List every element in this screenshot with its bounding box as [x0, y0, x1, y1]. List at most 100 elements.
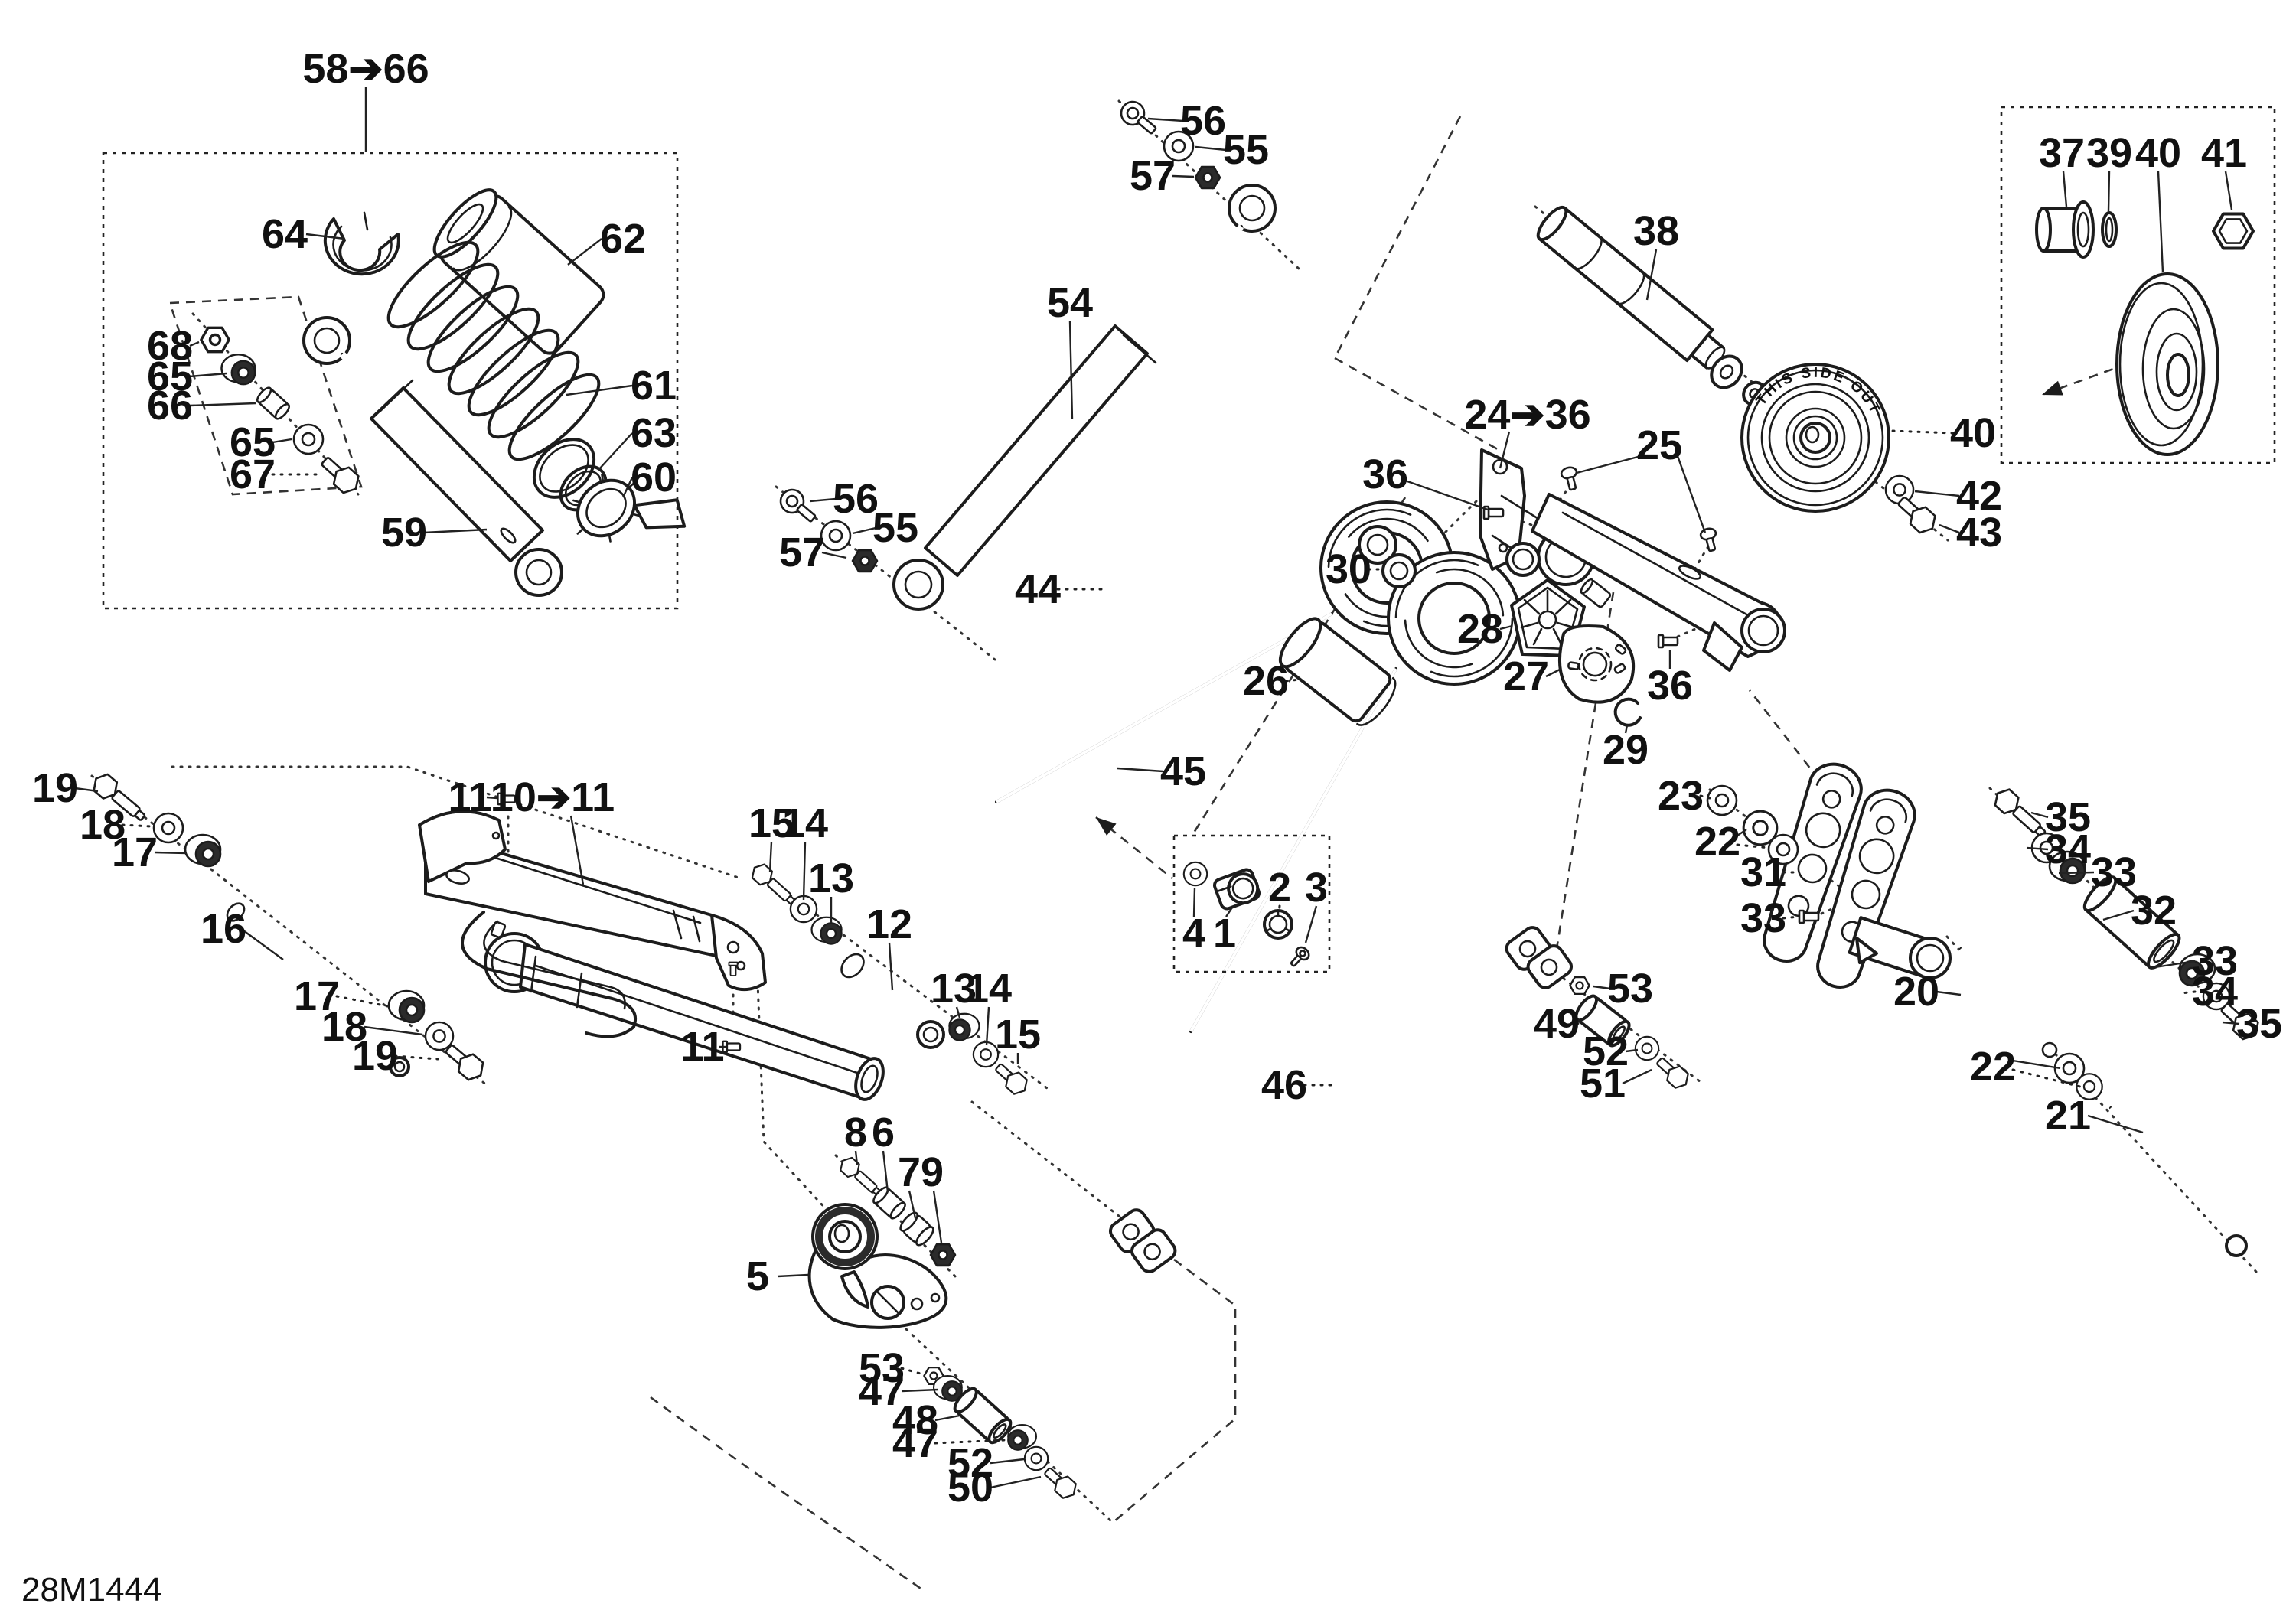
spacer-6 [872, 1186, 906, 1220]
callout-13-64: 13 [808, 855, 854, 901]
tie-rod-b [1159, 968, 1547, 1247]
front-arm-left-bracket [418, 810, 507, 939]
washer-55-bottom [820, 520, 852, 552]
callout-leader-51-88 [1622, 1068, 1652, 1085]
callout-64-1: 64 [262, 211, 308, 257]
washer-18-top [152, 812, 184, 844]
callout-53-74: 53 [859, 1345, 905, 1391]
callout-leader-7-71 [908, 1190, 917, 1219]
callout-leader-62-2 [567, 238, 602, 266]
idler-shaft-wheel-group: THIS SIDE OUT [1536, 205, 1942, 539]
center-shock-54-group [775, 96, 1277, 611]
callout-15-68: 15 [995, 1012, 1041, 1058]
washer-52-rocker [1023, 1445, 1049, 1471]
callout-5-73: 5 [746, 1253, 769, 1299]
callout-leader-21-51 [2087, 1114, 2144, 1134]
callout-11-61: 11 [680, 1024, 724, 1070]
callout-35-48: 35 [2236, 1001, 2282, 1047]
callout-leader-19-58 [393, 1054, 439, 1061]
front-shock-59 [302, 316, 563, 597]
bolt-51 [1652, 1052, 1694, 1093]
callout-leader-6-70 [882, 1150, 889, 1193]
callout-leader-68-3 [189, 341, 200, 347]
callout-3-83: 3 [1305, 865, 1328, 911]
callout-22-39: 22 [1694, 819, 1740, 865]
callout-leader-11-59 [486, 796, 498, 800]
idler-wheel-detail-box [2000, 106, 2276, 464]
callout-leader-22-50 [2012, 1059, 2061, 1070]
callout-31-40: 31 [1740, 849, 1786, 895]
callout-leader-57-14 [1172, 174, 1195, 178]
callout-leader-40-26 [1890, 429, 1955, 435]
callout-39-30: 39 [2086, 130, 2132, 176]
callout-leader-13-66 [955, 1006, 961, 1018]
callout-65-6: 65 [230, 419, 276, 465]
callout-leader-48-76 [934, 1414, 960, 1422]
callout-34-47: 34 [2192, 969, 2238, 1015]
rear-arm-assembly [1479, 448, 1786, 727]
tie-rod-group [1108, 926, 1694, 1273]
washer-65 [292, 423, 325, 455]
callout-leader-61-9 [566, 384, 633, 396]
callout-62-2: 62 [600, 216, 646, 262]
callout-47-77: 47 [892, 1420, 938, 1466]
torsion-spring-group [995, 500, 1521, 1033]
spacer-66 [256, 386, 291, 420]
callout-leader-23-38 [1699, 794, 1711, 800]
callout-26-21: 26 [1243, 658, 1289, 704]
screw-3 [1290, 946, 1310, 967]
callout-leader-33-41 [1782, 915, 1800, 920]
shaft-12 [840, 953, 945, 1049]
spacer-48 [953, 1387, 1013, 1445]
callout-51-88: 51 [1580, 1061, 1626, 1106]
callout-leader-28-34 [1499, 624, 1513, 631]
callout-53-85: 53 [1607, 966, 1653, 1012]
callout-leader-52-87 [1625, 1048, 1639, 1053]
callout-55-13: 55 [1223, 127, 1269, 173]
callout-25-25: 25 [1636, 422, 1682, 468]
callout-leader-3-83 [1304, 905, 1318, 943]
left-rod-group [88, 769, 489, 1085]
callout-leader-64-1 [305, 233, 345, 240]
front-arm-head-bracket [710, 914, 767, 992]
callout-14-67: 14 [966, 966, 1012, 1012]
callout-63-10: 63 [631, 410, 677, 456]
hub-37 [2035, 200, 2095, 259]
callout-40-26: 40 [1950, 410, 1996, 456]
rocker-group [807, 1153, 1081, 1503]
callout-17-56: 17 [294, 973, 340, 1019]
bushing-17-bottom [387, 989, 426, 1024]
callout-leader-57-18 [821, 551, 847, 559]
callout-1-81: 1 [1213, 911, 1236, 957]
callout-leader-42-27 [1914, 490, 1960, 497]
washer-42 [1884, 474, 1915, 505]
callout-leader-59-8 [423, 528, 488, 534]
nut-53-tierod [1569, 976, 1590, 996]
rings-30 [1358, 525, 1417, 588]
callout-15-62: 15 [748, 800, 794, 846]
callout-leader-35-48 [2222, 1021, 2240, 1025]
tie-rod-end-lower-b [1130, 1228, 1177, 1273]
callout-67-7: 67 [230, 451, 276, 497]
upper-link-hardware [1989, 784, 2265, 1045]
callout-leader-41-32 [2224, 171, 2233, 210]
bolt-50 [1039, 1462, 1081, 1503]
callout-leader-40-31 [2157, 171, 2164, 273]
callout-45-20: 45 [1160, 748, 1206, 794]
reservoir-62 [432, 188, 605, 355]
link-plate-pair-right [1816, 788, 1916, 989]
link-plate-pair-left [1763, 762, 1863, 963]
washer-23 [1706, 784, 1738, 816]
callout-leader-63-10 [598, 432, 633, 471]
callout-46-84: 46 [1261, 1062, 1307, 1108]
callout-leader-39-30 [2107, 171, 2111, 212]
detail-boxes [102, 106, 2276, 973]
spacer-49 [1574, 994, 1631, 1048]
callout-leader-54-15 [1068, 321, 1074, 420]
callout-17-54: 17 [112, 829, 158, 875]
callout-2-82: 2 [1268, 865, 1291, 911]
bolt-67 [315, 451, 365, 499]
cam-plate-27 [1558, 624, 1636, 704]
